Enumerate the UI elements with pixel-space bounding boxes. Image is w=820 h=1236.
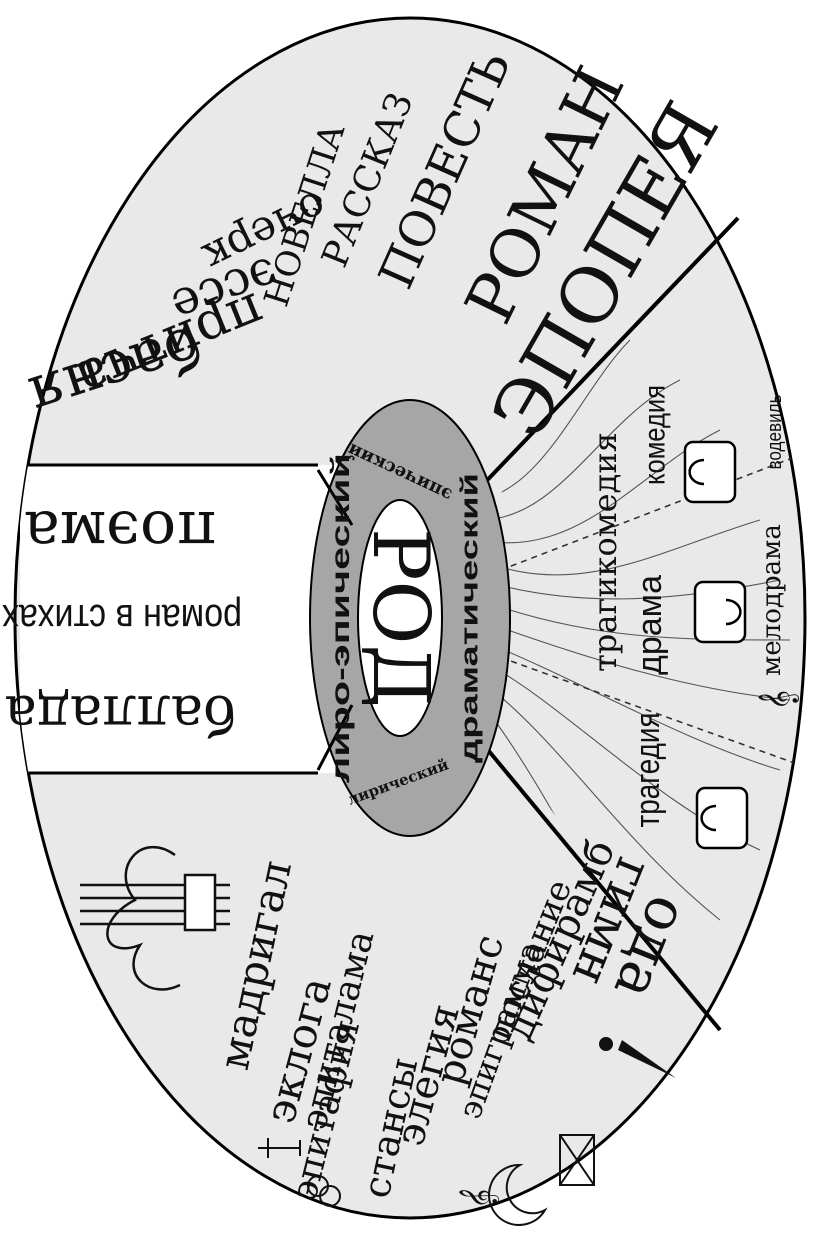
theater-mask-icon xyxy=(685,442,735,502)
genre-ballada: баллада xyxy=(5,684,236,747)
genre-tragediya: трагедия xyxy=(629,713,667,828)
theater-mask-icon xyxy=(697,788,747,848)
center-title: РОД xyxy=(355,528,445,708)
genre-komediya: комедия xyxy=(639,385,672,485)
genre-poema: поэма xyxy=(24,497,216,567)
treble-clef-icon: 𝄞 xyxy=(758,690,799,710)
ring-label-dramatic: драматический xyxy=(457,473,484,763)
ring-label-lyro-epic: лиро-эпический xyxy=(325,453,355,783)
genre-roman-v-stikhakh: роман в стихах xyxy=(2,596,242,640)
genre-drama: драма xyxy=(631,575,669,675)
genre-vodevil: водевиль xyxy=(764,395,786,470)
genre-melodrama: мелодрама xyxy=(757,524,787,676)
genre-tragikomediya: трагикомедия xyxy=(586,432,624,672)
theater-mask-icon xyxy=(695,582,745,642)
